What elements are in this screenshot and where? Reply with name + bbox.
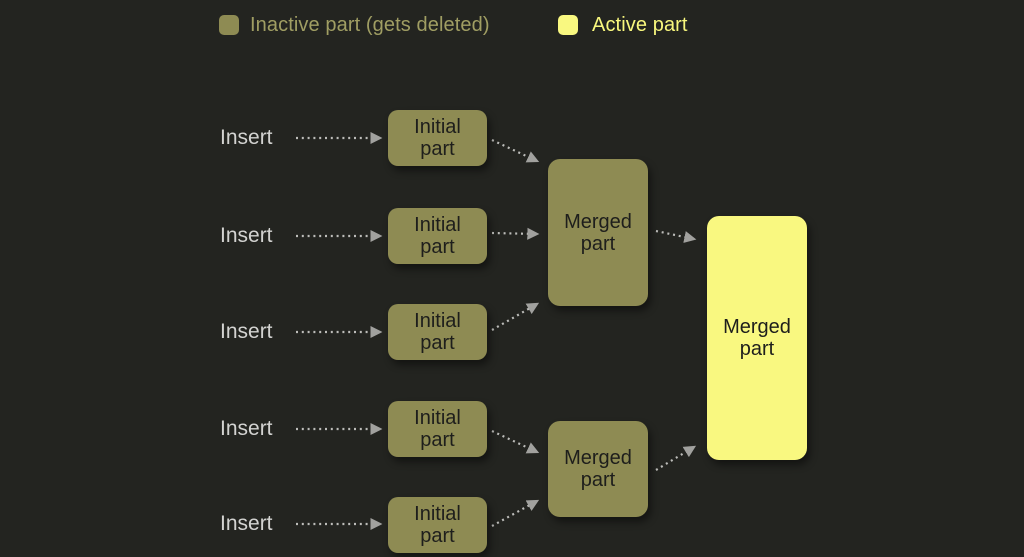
merge-arrow-merged-bottom-to-final (655, 445, 697, 471)
initial-part-box-1: Initial part (388, 110, 487, 166)
insert-label-5: Insert (220, 512, 273, 535)
initial-part-label: Initial part (414, 503, 461, 547)
merge-arrow-initial2-to-merged-top (491, 227, 540, 240)
merged-part-box-final-active: Merged part (707, 216, 807, 460)
legend-inactive-label: Inactive part (gets deleted) (250, 14, 490, 36)
merged-part-label: Merged part (723, 316, 791, 360)
initial-part-box-2: Initial part (388, 208, 487, 264)
legend: Inactive part (gets deleted) Active part (0, 0, 1024, 46)
merge-arrow-initial4-to-merged-bottom (491, 430, 540, 454)
insert-label-1: Insert (220, 126, 273, 149)
merge-arrow-merged-top-to-final (655, 229, 697, 243)
merged-part-box-top: Merged part (548, 159, 648, 306)
merge-arrow-initial5-to-merged-bottom (491, 499, 540, 527)
initial-part-box-5: Initial part (388, 497, 487, 553)
initial-part-label: Initial part (414, 116, 461, 160)
active-part-swatch-icon (558, 15, 578, 35)
insert-label-3: Insert (220, 320, 273, 343)
merge-arrow-initial1-to-merged-top (491, 139, 540, 163)
inactive-part-swatch-icon (219, 15, 239, 35)
legend-active-label: Active part (592, 14, 688, 36)
initial-part-box-3: Initial part (388, 304, 487, 360)
initial-part-box-4: Initial part (388, 401, 487, 457)
initial-part-label: Initial part (414, 407, 461, 451)
merge-arrow-initial3-to-merged-top (491, 302, 540, 331)
initial-part-label: Initial part (414, 214, 461, 258)
merged-part-label: Merged part (564, 447, 632, 491)
merged-part-label: Merged part (564, 210, 632, 255)
insert-label-2: Insert (220, 224, 273, 247)
insert-label-4: Insert (220, 417, 273, 440)
initial-part-label: Initial part (414, 310, 461, 354)
merged-part-box-bottom: Merged part (548, 421, 648, 517)
